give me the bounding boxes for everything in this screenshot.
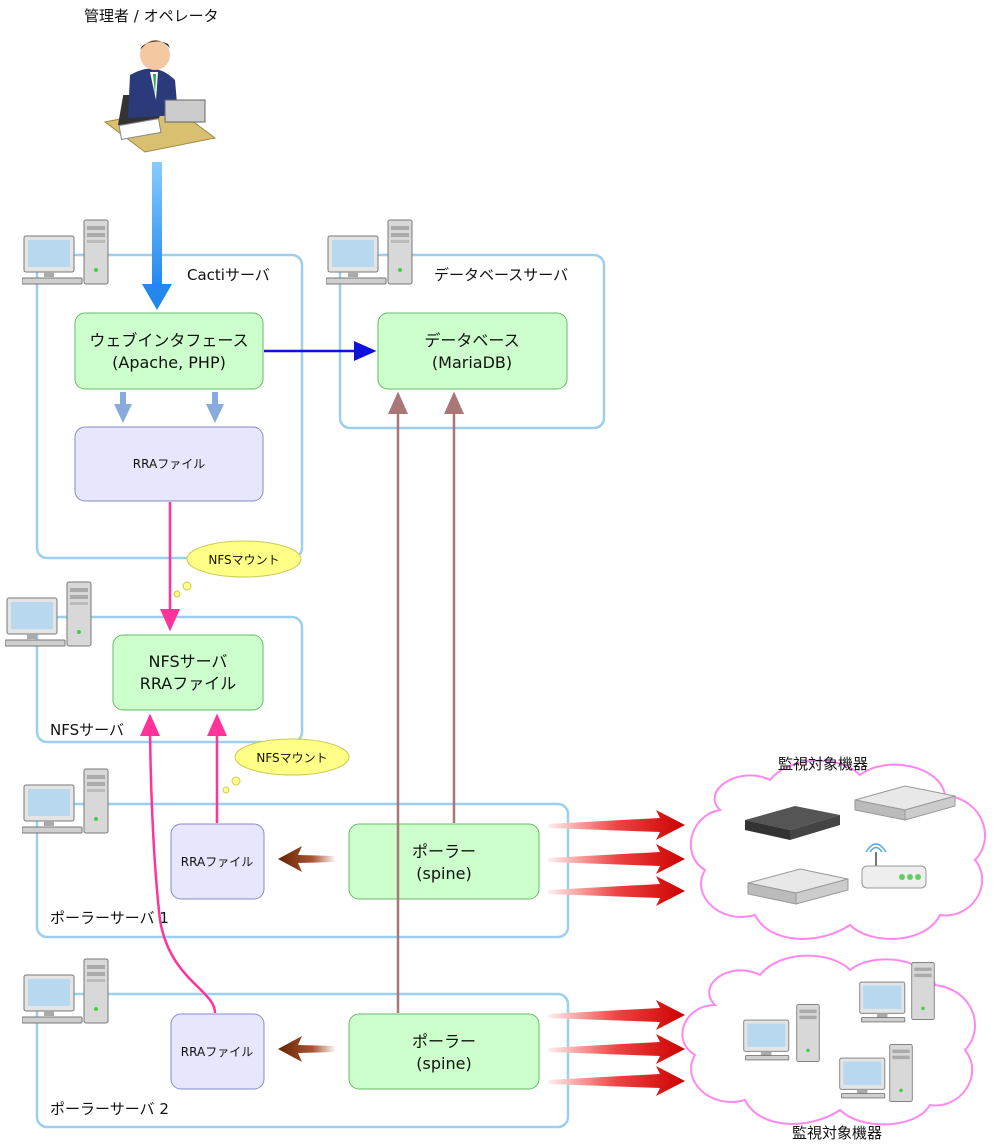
nfs-server-subtitle: RRAファイル xyxy=(140,674,237,693)
nfs-mount-bubble-1-label: NFSマウント xyxy=(208,553,279,567)
nfs-server-node: NFSサーバ RRAファイル xyxy=(112,634,264,711)
poller1-node: ポーラー (spine) xyxy=(348,823,540,900)
monitored-devices-cloud-1: 監視対象機器 xyxy=(689,755,986,940)
web-interface-node: ウェブインタフェース (Apache, PHP) xyxy=(74,312,264,390)
router-device-icon xyxy=(745,806,840,840)
poller2-to-devices-arrows xyxy=(548,1000,685,1096)
nfs-server-computer-icon xyxy=(5,581,92,647)
database-server-label: データベースサーバ xyxy=(434,266,568,284)
poller-server-1-box xyxy=(35,802,570,939)
rra-file-cacti-node: RRAファイル xyxy=(74,426,264,502)
rra-file-poller1-node: RRAファイル xyxy=(170,823,265,900)
rra-file-cacti-label: RRAファイル xyxy=(133,457,205,471)
monitored-devices-2-label: 監視対象機器 xyxy=(792,1124,882,1142)
tower-computer-icon xyxy=(796,1003,820,1063)
poller-server-1-computer-icon xyxy=(22,768,109,834)
rra-file-poller2-label: RRAファイル xyxy=(181,1045,253,1059)
poller-server-1-label: ポーラーサーバ 1 xyxy=(50,909,169,927)
poller2-title: ポーラー xyxy=(412,1032,476,1051)
nfs-mount-bubble-1: NFSマウント xyxy=(173,540,302,598)
rra-poller2-to-nfs-arrow xyxy=(140,713,217,1014)
switch-device-icon xyxy=(747,868,849,905)
poller-server-2-computer-icon xyxy=(22,958,109,1024)
poller2-subtitle: (spine) xyxy=(416,1054,471,1073)
nfs-mount-bubble-2-label: NFSマウント xyxy=(256,751,327,765)
database-subtitle: (MariaDB) xyxy=(432,353,512,372)
tower-computer-icon xyxy=(911,961,935,1021)
operator-label: 管理者 / オペレータ xyxy=(84,7,219,25)
poller1-title: ポーラー xyxy=(412,842,476,861)
rra-file-poller1-label: RRAファイル xyxy=(181,855,253,869)
operator-to-web-arrow xyxy=(142,162,172,310)
database-node: データベース (MariaDB) xyxy=(377,312,568,390)
web-interface-subtitle: (Apache, PHP) xyxy=(112,353,226,372)
nfs-server-label: NFSサーバ xyxy=(50,721,124,739)
poller2-node: ポーラー (spine) xyxy=(348,1013,540,1090)
poller-server-2-box xyxy=(35,992,570,1129)
switch-device-icon xyxy=(854,785,956,821)
poller1-to-devices-arrows xyxy=(548,810,685,906)
operator-illustration-icon xyxy=(103,40,217,153)
monitored-devices-1-label: 監視対象機器 xyxy=(778,755,868,773)
database-title: データベース xyxy=(424,331,519,350)
poller1-to-rra-arrow xyxy=(278,846,336,872)
poller-server-2-label: ポーラーサーバ 2 xyxy=(50,1100,169,1118)
rra-file-poller2-node: RRAファイル xyxy=(170,1013,265,1090)
web-interface-title: ウェブインタフェース xyxy=(89,331,248,350)
wireless-router-icon xyxy=(861,843,927,889)
poller1-subtitle: (spine) xyxy=(416,864,471,883)
database-server-box xyxy=(338,253,606,430)
web-to-rra-arrow-left xyxy=(114,392,132,423)
monitored-devices-cloud-2: 監視対象機器 xyxy=(681,954,976,1142)
tower-computer-icon xyxy=(889,1043,913,1103)
cacti-server-label: Cactiサーバ xyxy=(187,266,270,284)
cacti-server-computer-icon xyxy=(22,219,109,285)
poller2-to-rra-arrow xyxy=(278,1036,336,1062)
nfs-server-title: NFSサーバ xyxy=(149,652,228,671)
nfs-mount-bubble-2: NFSマウント xyxy=(222,738,350,794)
web-to-rra-arrow-right xyxy=(206,392,224,423)
